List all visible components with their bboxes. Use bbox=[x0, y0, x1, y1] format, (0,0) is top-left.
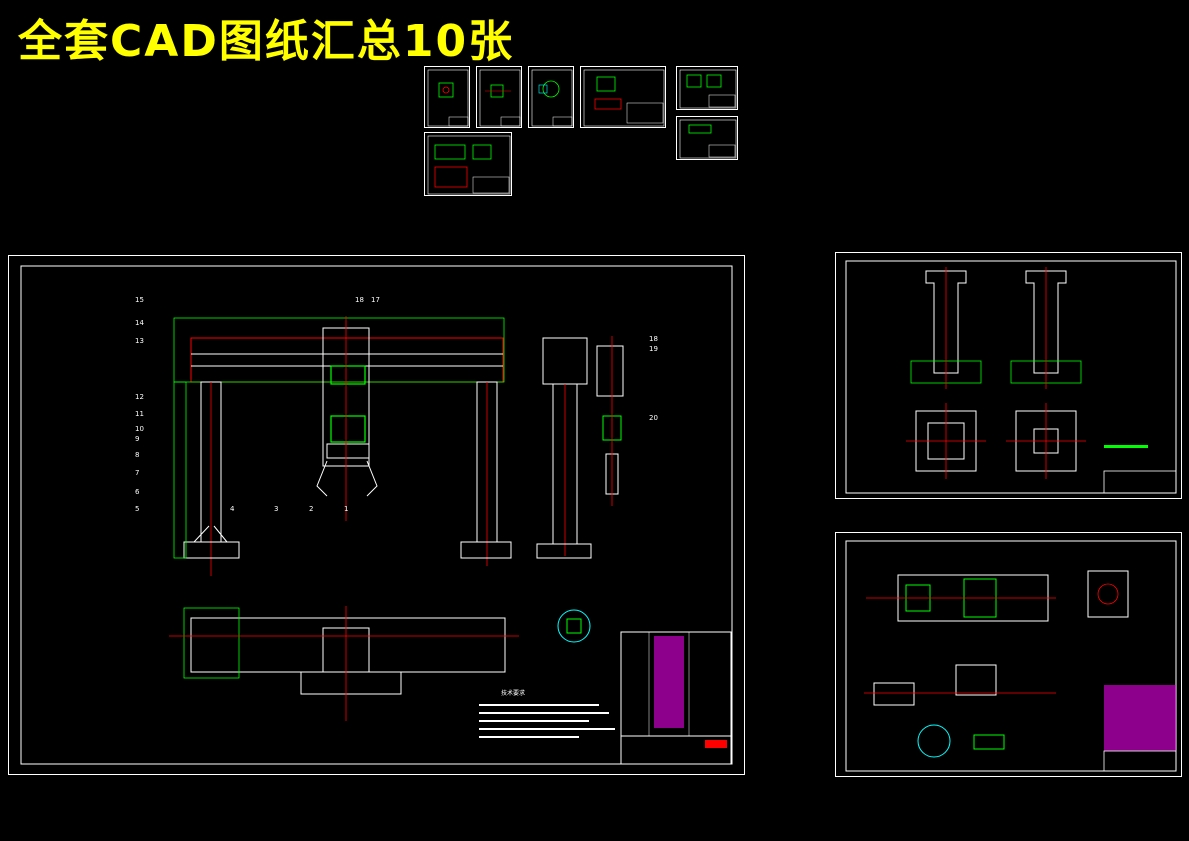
balloon-label: 13 bbox=[135, 337, 144, 345]
balloon-label: 18 bbox=[355, 296, 364, 304]
column-part-drawing[interactable] bbox=[835, 252, 1182, 499]
balloon-label: 17 bbox=[371, 296, 380, 304]
balloon-label: 10 bbox=[135, 425, 144, 433]
thumbnail-sheet-3[interactable] bbox=[528, 66, 574, 128]
balloon-label: 7 bbox=[135, 469, 140, 477]
cylinder-drawing-canvas bbox=[845, 540, 1177, 772]
thumbnail-sheet-1[interactable] bbox=[424, 66, 470, 128]
balloon-label: 9 bbox=[135, 435, 140, 443]
balloon-label: 11 bbox=[135, 410, 144, 418]
thumbnail-sheet-4[interactable] bbox=[580, 66, 666, 128]
balloon-label: 3 bbox=[274, 505, 279, 513]
balloon-label: 1 bbox=[344, 505, 349, 513]
assembly-drawing-canvas bbox=[20, 265, 733, 765]
balloon-label: 18 bbox=[649, 335, 658, 343]
thumbnail-sheet-6[interactable] bbox=[676, 116, 738, 160]
balloon-label: 5 bbox=[135, 505, 140, 513]
thumbnail-sheet-7[interactable] bbox=[424, 132, 512, 196]
balloon-label: 15 bbox=[135, 296, 144, 304]
main-assembly-drawing[interactable]: 技术要求 15 14 13 12 11 10 9 8 7 6 5 4 3 2 1… bbox=[8, 255, 745, 775]
page-title: 全套CAD图纸汇总10张 bbox=[18, 16, 515, 67]
cylinder-part-drawing[interactable] bbox=[835, 532, 1182, 777]
balloon-label: 12 bbox=[135, 393, 144, 401]
balloon-label: 14 bbox=[135, 319, 144, 327]
balloon-label: 8 bbox=[135, 451, 140, 459]
balloon-label: 20 bbox=[649, 414, 658, 422]
balloon-label: 4 bbox=[230, 505, 235, 513]
balloon-label: 6 bbox=[135, 488, 140, 496]
thumbnail-sheet-2[interactable] bbox=[476, 66, 522, 128]
column-drawing-canvas bbox=[845, 260, 1177, 494]
balloon-label: 2 bbox=[309, 505, 314, 513]
balloon-label: 19 bbox=[649, 345, 658, 353]
drawing-notes-heading: 技术要求 bbox=[501, 690, 526, 697]
thumbnail-sheet-5[interactable] bbox=[676, 66, 738, 110]
